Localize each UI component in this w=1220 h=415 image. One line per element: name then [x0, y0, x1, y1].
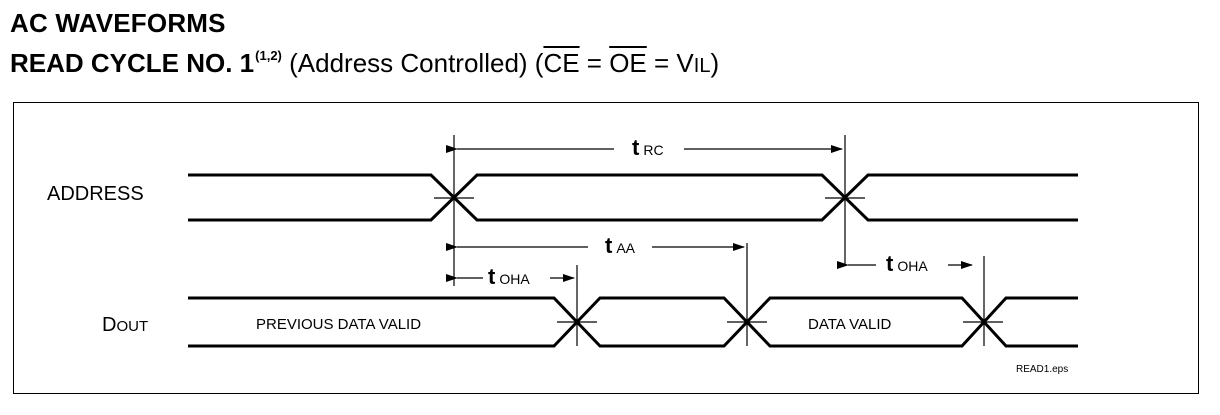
subtitle-close: ) [710, 48, 720, 78]
dout-label-out: OUT [116, 318, 148, 335]
timing-reference-lines [453, 135, 985, 346]
address-waveform [188, 173, 1078, 222]
subtitle-main: READ CYCLE NO. 1 [10, 48, 255, 78]
subtitle-desc: (Address Controlled) ( [289, 48, 544, 78]
toha2-t: t [886, 251, 894, 276]
subtitle-eq2: = V [646, 48, 694, 78]
taa-sub: AA [616, 240, 635, 256]
previous-data-valid-label: PREVIOUS DATA VALID [256, 316, 421, 333]
subtitle-eq1: = [579, 48, 610, 78]
oe-signal: OE [609, 48, 647, 78]
trc-t: t [632, 135, 640, 160]
vil-subscript: IL [693, 55, 711, 77]
diagram-frame [13, 102, 1199, 394]
trc-sub: RC [643, 142, 663, 158]
file-label: READ1.eps [1016, 364, 1068, 375]
address-signal-label: ADDRESS [47, 183, 144, 205]
dout-signal-label: DOUT [102, 314, 148, 336]
data-valid-label: DATA VALID [808, 316, 892, 333]
subtitle-notes: (1,2) [255, 48, 282, 63]
dout-label-d: D [102, 314, 116, 336]
toha1-t: t [488, 264, 496, 289]
taa-t: t [605, 233, 613, 258]
toha1-sub: OHA [499, 271, 530, 287]
ce-signal: CE [543, 48, 580, 78]
toha2-sub: OHA [897, 258, 928, 274]
page-title: AC WAVEFORMS [10, 8, 226, 38]
diagram-subtitle: READ CYCLE NO. 1(1,2) (Address Controlle… [10, 48, 719, 79]
